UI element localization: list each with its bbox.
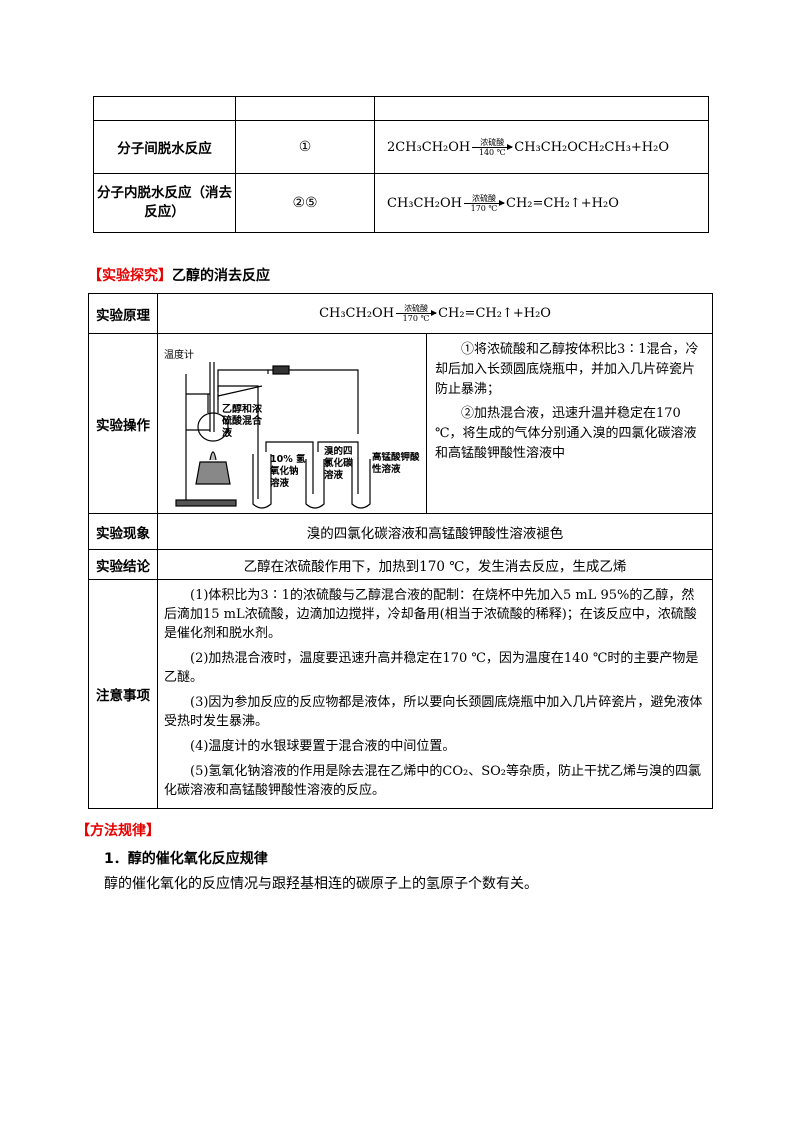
- table-row: 实验现象 溴的四氯化碳溶液和高锰酸钾酸性溶液褪色: [88, 513, 713, 550]
- phenomenon-text: 溴的四氯化碳溶液和高锰酸钾酸性溶液褪色: [157, 513, 713, 550]
- row-label: 实验现象: [88, 513, 158, 550]
- row-number: ②⑤: [235, 173, 375, 233]
- chemical-equation: 2CH₃CH₂OH 浓硫酸 140 ℃ CH₃CH₂OCH₂CH₃+H₂O: [387, 137, 670, 157]
- row-number: ①: [235, 120, 375, 174]
- reaction-arrow: 浓硫酸 140 ℃: [472, 138, 514, 157]
- reaction-arrow: 浓硫酸 170 ℃: [396, 304, 438, 323]
- conclusion-text: 乙醇在浓硫酸作用下，加热到170 ℃，发生消去反应，生成乙烯: [157, 549, 713, 580]
- method-tag: 【方法规律】: [76, 823, 160, 839]
- method-body: 醇的催化氧化的反应情况与跟羟基相连的碳原子上的氢原子个数有关。: [104, 876, 538, 892]
- step-text: ②加热混合液，迅速升温并稳定在170 ℃，将生成的气体分别通入溴的四氯化碳溶液和…: [435, 406, 697, 461]
- row-label: 实验原理: [88, 293, 158, 334]
- note-item: (5)氢氧化钠溶液的作用是除去混在乙烯中的CO₂、SO₂等杂质，防止干扰乙烯与溴…: [164, 764, 702, 798]
- apparatus-diagram: 温度计 乙醇和浓硫酸混合液 10% 氢氧化钠溶液 溴的四氯化碳溶液 高锰酸钾酸性…: [164, 348, 420, 509]
- note-item: (4)温度计的水银球要置于混合液的中间位置。: [190, 739, 456, 754]
- note-item: (1)体积比为3∶1的浓硫酸与乙醇混合液的配制：在烧杯中先加入5 mL 95%的…: [164, 588, 697, 641]
- experiment-table: 实验原理 CH₃CH₂OH 浓硫酸 170 ℃ CH₂=CH₂↑+H₂O 实验操…: [88, 293, 713, 809]
- table-row: 实验结论 乙醇在浓硫酸作用下，加热到170 ℃，发生消去反应，生成乙烯: [88, 549, 713, 580]
- notes-cell: (1)体积比为3∶1的浓硫酸与乙醇混合液的配制：在烧杯中先加入5 mL 95%的…: [157, 579, 713, 809]
- chemical-equation: CH₃CH₂OH 浓硫酸 170 ℃ CH₂=CH₂↑+H₂O: [387, 193, 619, 213]
- table-row: 分子内脱水反应（消去反应） ②⑤ CH₃CH₂OH 浓硫酸 170 ℃ CH₂=…: [93, 173, 709, 233]
- svg-text:温度计: 温度计: [164, 348, 194, 361]
- method-heading: 1．醇的催化氧化反应规律: [104, 851, 268, 867]
- table-row: 实验原理 CH₃CH₂OH 浓硫酸 170 ℃ CH₂=CH₂↑+H₂O: [88, 293, 713, 334]
- apparatus-cell: 温度计 乙醇和浓硫酸混合液 10% 氢氧化钠溶液 溴的四氯化碳溶液 高锰酸钾酸性…: [157, 333, 427, 514]
- row-label: 分子内脱水反应（消去反应）: [93, 173, 236, 233]
- principle-cell: CH₃CH₂OH 浓硫酸 170 ℃ CH₂=CH₂↑+H₂O: [157, 293, 713, 334]
- table-row: 分子间脱水反应 ① 2CH₃CH₂OH 浓硫酸 140 ℃ CH₃CH₂OCH₂…: [93, 120, 709, 174]
- table-row: 注意事项 (1)体积比为3∶1的浓硫酸与乙醇混合液的配制：在烧杯中先加入5 mL…: [88, 579, 713, 809]
- reaction-table: 分子间脱水反应 ① 2CH₃CH₂OH 浓硫酸 140 ℃ CH₃CH₂OCH₂…: [93, 96, 709, 233]
- note-item: (3)因为参加反应的反应物都是液体，所以要向长颈圆底烧瓶中加入几片碎瓷片，避免液…: [164, 695, 703, 729]
- chemical-equation: CH₃CH₂OH 浓硫酸 170 ℃ CH₂=CH₂↑+H₂O: [319, 304, 551, 323]
- section-heading: 【实验探究】乙醇的消去反应: [88, 268, 270, 284]
- table-row: [93, 96, 709, 121]
- operation-steps: ①将浓硫酸和乙醇按体积比3∶1混合，冷却后加入长颈圆底烧瓶中，并加入几片碎瓷片防…: [426, 333, 713, 514]
- row-label: 注意事项: [88, 579, 158, 809]
- row-label: 实验操作: [88, 333, 158, 514]
- equation-cell: 2CH₃CH₂OH 浓硫酸 140 ℃ CH₃CH₂OCH₂CH₃+H₂O: [374, 120, 709, 174]
- table-row: 实验操作: [88, 333, 713, 514]
- note-item: (2)加热混合液时，温度要迅速升高并稳定在170 ℃，因为温度在140 ℃时的主…: [164, 651, 699, 685]
- row-label: 分子间脱水反应: [93, 120, 236, 174]
- step-text: ①将浓硫酸和乙醇按体积比3∶1混合，冷却后加入长颈圆底烧瓶中，并加入几片碎瓷片防…: [435, 342, 699, 397]
- equation-cell: CH₃CH₂OH 浓硫酸 170 ℃ CH₂=CH₂↑+H₂O: [374, 173, 709, 233]
- reaction-arrow: 浓硫酸 170 ℃: [464, 194, 505, 213]
- row-label: 实验结论: [88, 549, 158, 580]
